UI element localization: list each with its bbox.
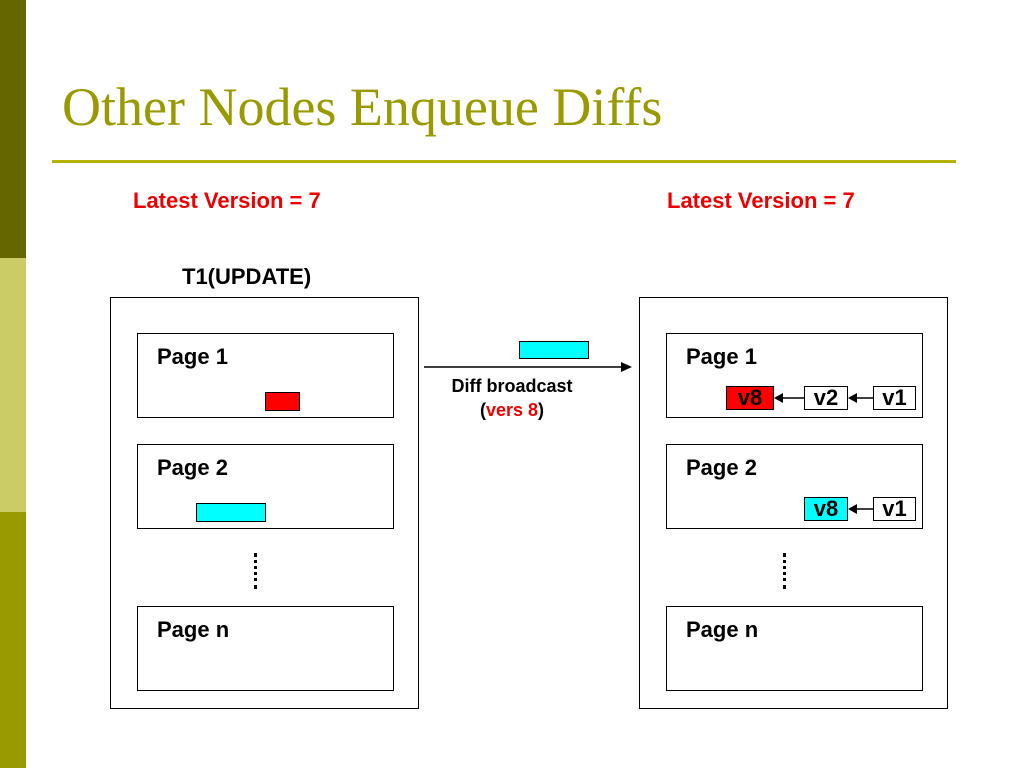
stripe-dark [0,0,26,258]
right-page-1-arrow-2 [848,393,873,403]
broadcast-version: vers 8 [485,400,539,420]
broadcast-caption: Diff broadcast (vers 8) [424,374,600,422]
stripe-light [0,258,26,512]
left-node-box: Page 1 Page 2 Page n [110,297,419,709]
transaction-label: T1(UPDATE) [182,264,312,289]
right-page-2-version-old: v1 [873,497,916,521]
slide-title: Other Nodes Enqueue Diffs [62,77,663,137]
right-latest-version: Latest Version = 7 [667,188,855,213]
left-page-n: Page n [137,606,394,691]
broadcast-version-line: (vers 8) [424,398,600,422]
left-ellipsis [254,553,257,589]
stripe-mid [0,512,26,768]
left-page-2-label: Page 2 [157,455,228,480]
right-page-2-label: Page 2 [686,455,757,480]
right-page-1: Page 1 v8 v2 v1 [666,333,923,418]
right-page-1-arrow-1 [774,393,804,403]
left-page-n-label: Page n [157,617,230,642]
right-page-2: Page 2 v8 v1 [666,444,923,529]
broadcast-close-paren: ) [538,400,545,420]
right-page-n: Page n [666,606,923,691]
right-page-1-version-old: v1 [873,386,916,410]
right-node-box: Page 1 v8 v2 v1 Page 2 v8 v1 Page n [639,297,948,709]
right-page-n-label: Page n [686,617,759,642]
right-page-1-label: Page 1 [686,344,757,369]
right-page-2-arrow [848,504,873,514]
left-page-1-update-block [265,392,300,411]
left-page-1: Page 1 [137,333,394,418]
broadcast-diff-block [519,341,589,359]
right-page-1-version-new: v8 [726,386,774,410]
right-page-2-version-new: v8 [804,497,848,521]
broadcast-arrow [424,362,632,372]
right-ellipsis [783,553,786,589]
left-page-2-diff-block [196,503,266,522]
left-page-2: Page 2 [137,444,394,529]
left-latest-version: Latest Version = 7 [133,188,321,213]
title-underline [52,160,956,163]
right-page-1-version-mid: v2 [804,386,848,410]
left-page-1-label: Page 1 [157,344,228,369]
broadcast-label: Diff broadcast [451,376,573,396]
broadcast-open-paren: ( [479,400,486,420]
